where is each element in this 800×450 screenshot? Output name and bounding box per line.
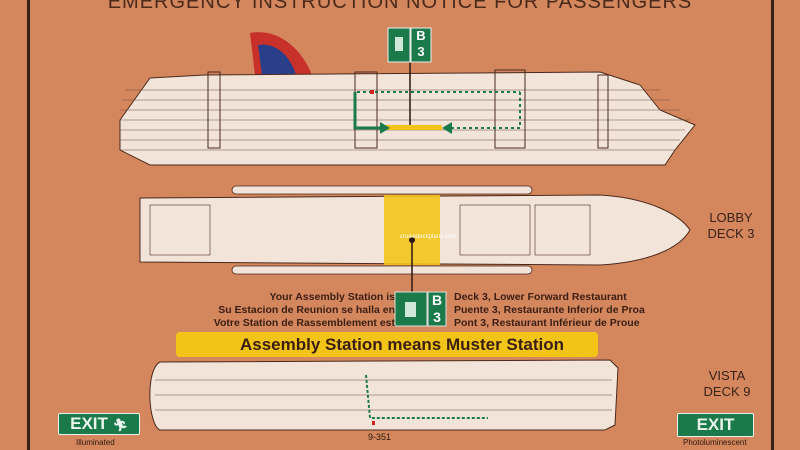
notice-title: EMERGENCY INSTRUCTION NOTICE FOR PASSENG… xyxy=(107,0,693,13)
watermark: cruisedeckplans.com xyxy=(400,234,457,240)
exit-caption-photoluminescent: Photoluminescent xyxy=(683,438,747,447)
running-man-icon: 🏃︎ xyxy=(112,418,128,432)
ship-profile xyxy=(119,32,696,166)
assembly-location: Deck 3, Lower Forward Restaurant Puente … xyxy=(454,291,645,329)
assembly-sign xyxy=(394,291,447,327)
deck-3-plan xyxy=(139,185,691,292)
assembly-sign-top xyxy=(387,27,432,63)
muster-banner: Assembly Station means Muster Station xyxy=(176,332,598,357)
exit-caption-illuminated: Illuminated xyxy=(76,438,115,447)
exit-sign-photoluminescent: EXIT xyxy=(677,413,754,437)
notice-frame-right xyxy=(771,0,774,450)
deck-9-plan xyxy=(149,359,619,431)
notice-frame-left xyxy=(27,0,30,450)
cabin-number: 9-351 xyxy=(368,432,392,442)
exit-sign-illuminated: EXIT 🏃︎ xyxy=(58,413,140,435)
assembly-intro: Your Assembly Station is Su Estacion de … xyxy=(213,291,395,329)
